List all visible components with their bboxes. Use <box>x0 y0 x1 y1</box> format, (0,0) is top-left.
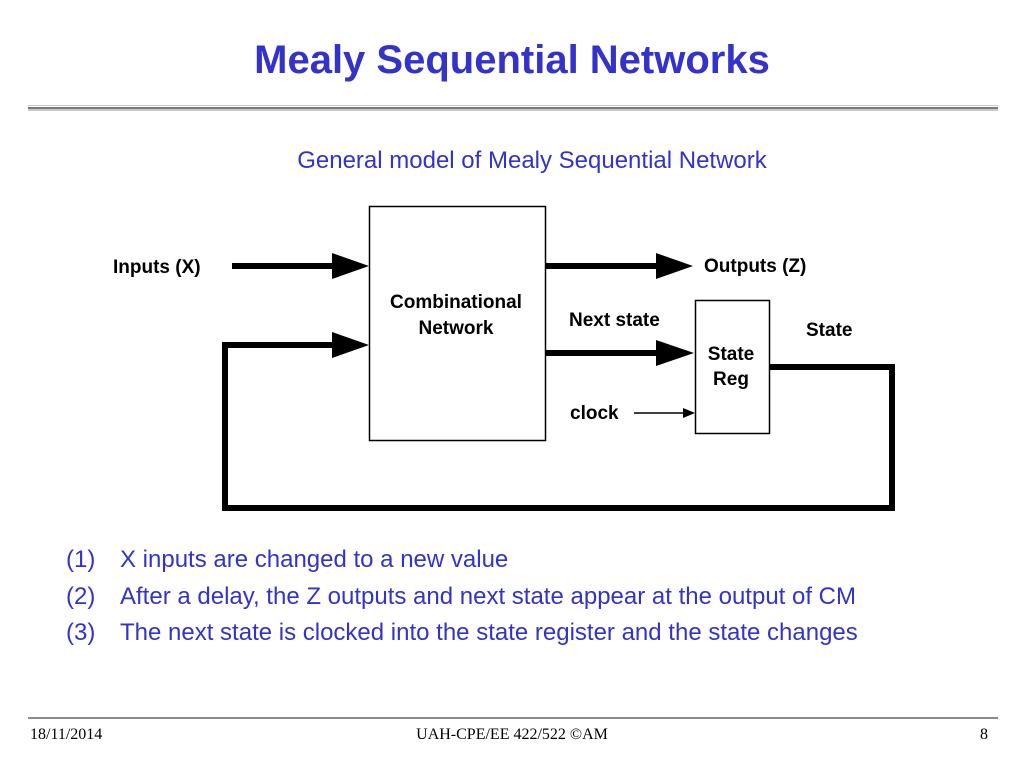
step-text: X inputs are changed to a new value <box>120 546 509 573</box>
state-reg-box <box>694 299 771 435</box>
state-reg-label-line1: State <box>708 344 754 365</box>
footer-course: UAH-CPE/EE 422/522 ©AM <box>416 726 608 743</box>
footer-page-number: 8 <box>980 726 988 743</box>
step-text: The next state is clocked into the state… <box>120 619 858 646</box>
state-reg-label-line2: Reg <box>713 369 749 390</box>
combinational-label-line2: Network <box>419 318 494 339</box>
state-feedback-line <box>222 342 895 511</box>
slide-title: Mealy Sequential Networks <box>254 38 770 82</box>
title-divider <box>28 105 998 111</box>
next-state-arrowhead <box>656 340 694 366</box>
next-state-label: Next state <box>569 310 660 331</box>
footer-date: 18/11/2014 <box>30 726 103 743</box>
clock-label: clock <box>570 403 619 424</box>
step-number: (3) <box>66 619 96 646</box>
steps-list: (1) X inputs are changed to a new value … <box>66 542 858 652</box>
footer-divider <box>28 717 998 719</box>
inputs-label: Inputs (X) <box>113 257 201 278</box>
combinational-label-line1: Combinational <box>390 292 522 313</box>
diagram-caption: General model of Mealy Sequential Networ… <box>297 147 767 174</box>
state-label: State <box>806 320 852 341</box>
step-item: (2) After a delay, the Z outputs and nex… <box>66 579 858 616</box>
step-number: (2) <box>66 582 96 610</box>
step-item: (1) X inputs are changed to a new value <box>66 542 858 579</box>
inputs-arrowhead <box>332 253 369 279</box>
step-text: After a delay, the Z outputs and next st… <box>120 582 857 610</box>
feedback-arrowhead <box>332 332 369 358</box>
outputs-label: Outputs (Z) <box>704 256 806 277</box>
step-item: (3) The next state is clocked into the s… <box>66 615 858 652</box>
step-number: (1) <box>66 546 96 573</box>
clock-arrowhead <box>683 408 695 418</box>
combinational-network-box <box>368 205 547 442</box>
outputs-arrowhead <box>656 253 693 279</box>
